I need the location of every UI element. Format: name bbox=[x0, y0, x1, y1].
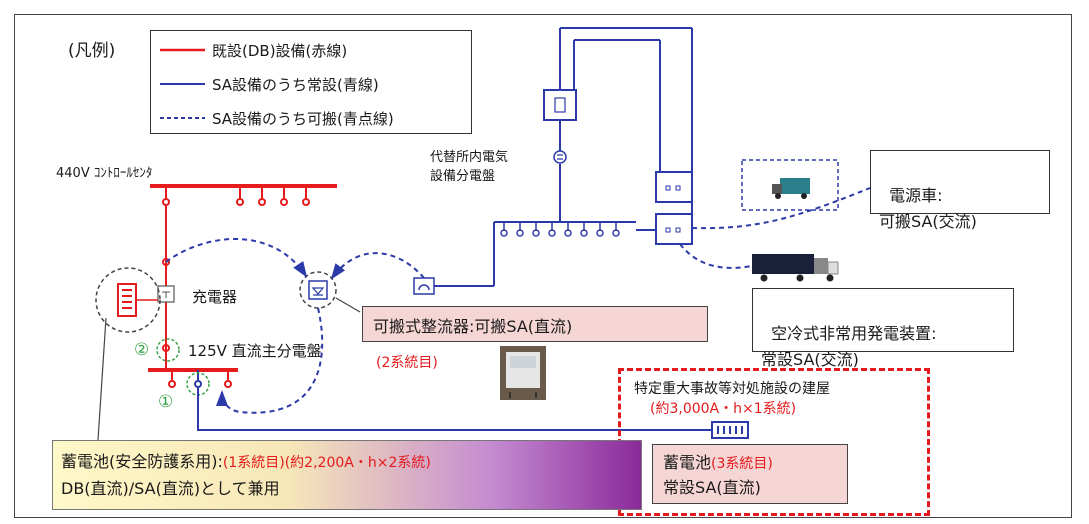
rectifier-photo bbox=[500, 346, 546, 400]
green-circle-2 bbox=[156, 338, 180, 362]
dashed-cable-plug-to-rectifier bbox=[330, 252, 425, 280]
air-generator-text: 空冷式非常用発電装置: 常設SA(交流) bbox=[761, 324, 937, 369]
main-battery-title: 蓄電池(安全防護系用): bbox=[61, 452, 223, 471]
power-car-text: 電源車: 可搬SA(交流) bbox=[879, 186, 977, 231]
main-battery-sub: DB(直流)/SA(直流)として兼用 bbox=[61, 479, 280, 498]
building-capacity: (約3,000A・h×1系統) bbox=[650, 401, 797, 417]
diagram-frame bbox=[14, 14, 1072, 518]
control-center-label: 440V ｺﾝﾄﾛｰﾙｾﾝﾀ bbox=[56, 166, 153, 181]
circle-2-label: ② bbox=[134, 340, 150, 360]
transfer-switch-box bbox=[543, 89, 577, 121]
building-battery-box: 蓄電池(3系統目) 常設SA(直流) bbox=[652, 444, 848, 504]
alt-panel-label: 代替所内電気 設備分電盤 bbox=[430, 150, 509, 184]
rectifier-box: 可搬式整流器:可搬SA(直流) bbox=[362, 306, 708, 342]
generator-truck-icon bbox=[752, 254, 839, 282]
building-battery-sub: 常設SA(直流) bbox=[663, 478, 761, 497]
rectifier-text: 可搬式整流器:可搬SA(直流) bbox=[373, 317, 573, 336]
sa-blue-line-to-building bbox=[197, 387, 712, 431]
legend-label-red: 既設(DB)設備(赤線) bbox=[212, 42, 348, 60]
power-car-truck-icon bbox=[772, 178, 810, 199]
main-battery-sys: (1系統目)(約2,200A・h×2系統) bbox=[222, 455, 431, 471]
air-generator-box: 空冷式非常用発電装置: 常設SA(交流) bbox=[752, 288, 1014, 369]
legend-label-dashed: SA設備のうち可搬(青点線) bbox=[212, 110, 394, 128]
charger-label: 充電器 bbox=[192, 288, 238, 306]
battery-circle bbox=[95, 267, 161, 333]
alt-panel-breakers bbox=[500, 222, 620, 237]
plug-box bbox=[413, 277, 435, 295]
building-battery-main: 蓄電池 bbox=[663, 453, 712, 472]
legend-title: (凡例) bbox=[68, 41, 116, 61]
dashed-cable-rectifier-to-bus bbox=[216, 307, 324, 414]
control-center-breakers bbox=[162, 186, 310, 206]
building-battery-sys: (3系統目) bbox=[711, 456, 773, 472]
dc-bus-breakers bbox=[168, 370, 232, 388]
system2-note: (2系統目) bbox=[376, 355, 438, 371]
dashed-cable-power-car bbox=[691, 187, 871, 230]
red-breakers bbox=[162, 258, 170, 352]
legend-box bbox=[150, 30, 472, 134]
dc-main-label: 125V 直流主分電盤 bbox=[188, 342, 322, 360]
circle-1-label: ① bbox=[158, 392, 174, 412]
legend-label-blue: SA設備のうち常設(青線) bbox=[212, 76, 379, 94]
power-car-connection-box bbox=[655, 171, 693, 203]
dashed-cable-generator bbox=[679, 243, 753, 269]
dashed-cable-cc-to-rectifier bbox=[165, 238, 308, 278]
power-car-dashed-box bbox=[741, 159, 839, 211]
power-car-box: 電源車: 可搬SA(交流) bbox=[870, 150, 1050, 231]
battery-icon bbox=[117, 283, 137, 317]
main-battery-box: 蓄電池(安全防護系用):(1系統目)(約2,200A・h×2系統) DB(直流)… bbox=[52, 440, 642, 510]
battery-to-label-line bbox=[97, 317, 107, 441]
building-title: 特定重大事故等対処施設の建屋 bbox=[634, 381, 830, 397]
generator-connection-box bbox=[655, 213, 693, 245]
